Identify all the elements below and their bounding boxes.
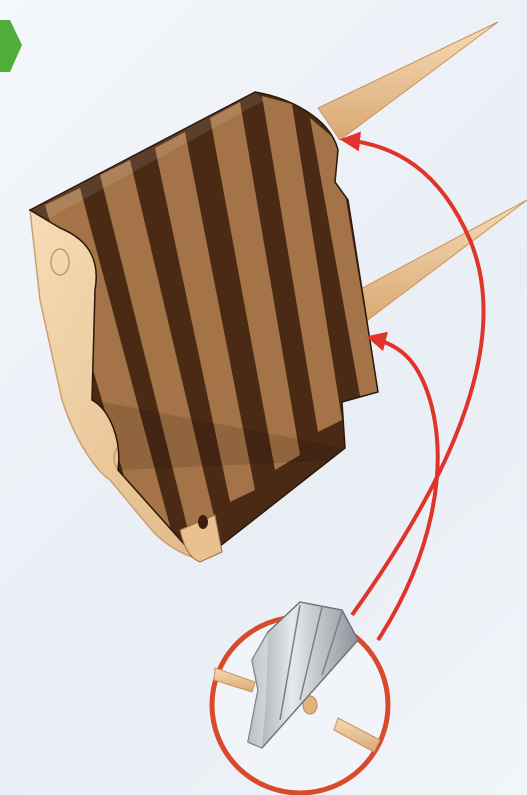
- toothpick-lower: [355, 200, 527, 322]
- corner-marker-icon: [0, 20, 22, 72]
- detail-circle: [212, 602, 388, 793]
- toothpick-upper: [318, 22, 498, 140]
- bottom-tab-hole: [198, 515, 208, 529]
- striped-wood-block: [0, 60, 420, 580]
- arrow-to-lower-toothpick: [372, 338, 438, 640]
